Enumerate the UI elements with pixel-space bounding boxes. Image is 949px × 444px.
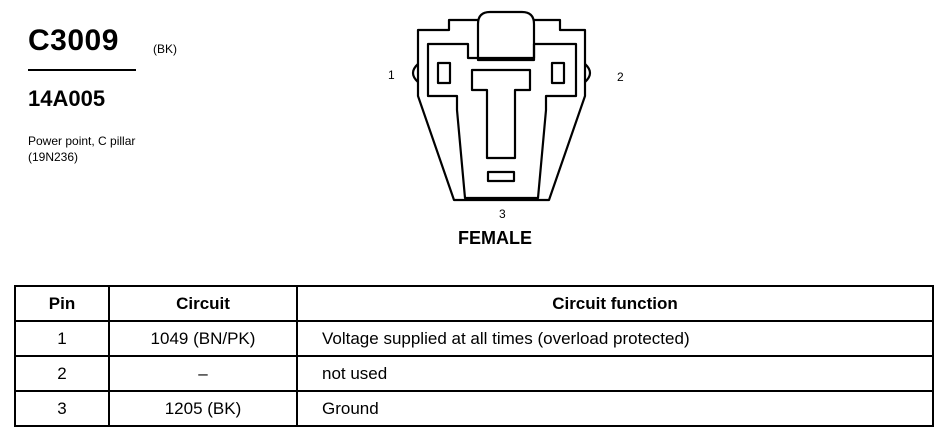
pin-3-label: 3 [499, 207, 506, 221]
connector-color: (BK) [153, 42, 177, 56]
terminal-slot-3 [486, 170, 516, 183]
part-number: 14A005 [28, 86, 106, 111]
terminal-slot-2 [550, 61, 566, 85]
cell-pin: 2 [14, 355, 110, 392]
pin-2-label: 2 [617, 70, 624, 84]
connector-key-t [470, 68, 532, 160]
cell-pin: 3 [14, 390, 110, 427]
cell-circuit: – [108, 355, 298, 392]
pin-1-side-bump [411, 63, 419, 83]
cell-circuit: 1205 (BK) [108, 390, 298, 427]
table-row: 1 1049 (BN/PK) Voltage supplied at all t… [14, 320, 934, 357]
header-circuit: Circuit [108, 285, 298, 322]
cell-function: Voltage supplied at all times (overload … [296, 320, 934, 357]
header-circuit-function: Circuit function [296, 285, 934, 322]
table-header-row: Pin Circuit Circuit function [14, 285, 934, 322]
pin-2-side-bump [584, 63, 592, 83]
table-row: 2 – not used [14, 355, 934, 392]
header-pin: Pin [14, 285, 110, 322]
connector-id: C3009 [28, 24, 119, 57]
view-label: FEMALE [458, 228, 532, 248]
terminal-slot-1 [436, 61, 452, 85]
pin-table: Pin Circuit Circuit function 1 1049 (BN/… [14, 285, 934, 427]
cell-pin: 1 [14, 320, 110, 357]
cell-function: not used [296, 355, 934, 392]
pin-1-label: 1 [388, 68, 395, 82]
connector-description-code: (19N236) [28, 150, 79, 164]
table-row: 3 1205 (BK) Ground [14, 390, 934, 427]
connector-housing-outline [416, 18, 587, 202]
connector-inner-cavity [426, 42, 578, 200]
title-underline [28, 69, 136, 71]
connector-latch [476, 10, 536, 62]
cell-function: Ground [296, 390, 934, 427]
cell-circuit: 1049 (BN/PK) [108, 320, 298, 357]
connector-description: Power point, C pillar [28, 134, 136, 148]
